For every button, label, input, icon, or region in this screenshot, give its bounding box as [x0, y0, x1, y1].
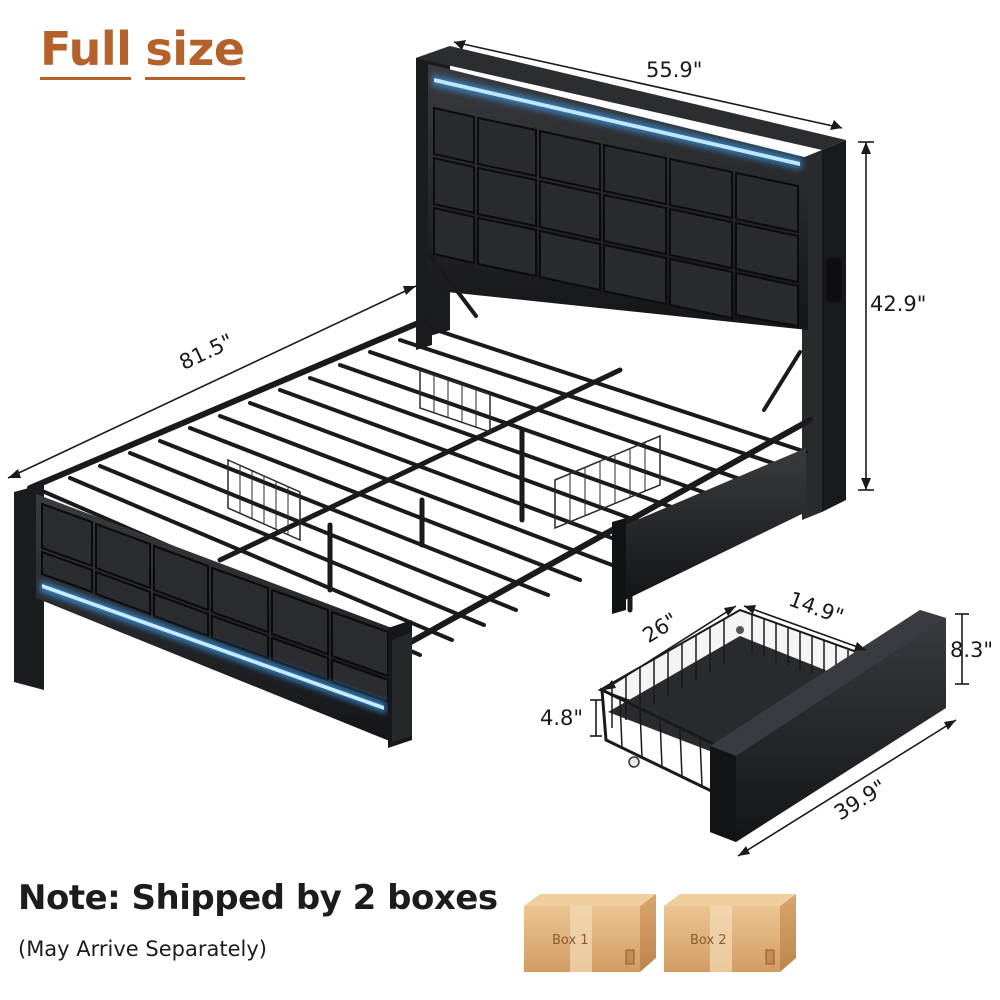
bed-frame [27, 253, 813, 657]
headboard-height-label: 42.9" [870, 292, 927, 316]
side-rail [612, 448, 806, 614]
footboard [14, 484, 412, 748]
size-title-word-1: Full [40, 25, 132, 81]
shipping-note-sub: (May Arrive Separately) [18, 937, 267, 961]
shipping-box-2: Box 2 [664, 894, 796, 972]
drawer-front-height-label: 8.3" [950, 638, 994, 662]
box-1-label: Box 1 [552, 933, 589, 948]
drawer-basket-height-label: 4.8" [540, 706, 584, 730]
dimension-lines [7, 40, 969, 857]
drawer-baskets-under-bed [227, 368, 661, 542]
size-title-word-2: size [145, 25, 245, 81]
shipping-note: Note: Shipped by 2 boxes [18, 878, 498, 918]
headboard-width-label: 55.9" [646, 58, 703, 82]
shipping-box-1: Box 1 [524, 894, 656, 972]
storage-drawer [597, 608, 946, 842]
headboard [416, 46, 846, 520]
box-2-label: Box 2 [690, 933, 727, 948]
